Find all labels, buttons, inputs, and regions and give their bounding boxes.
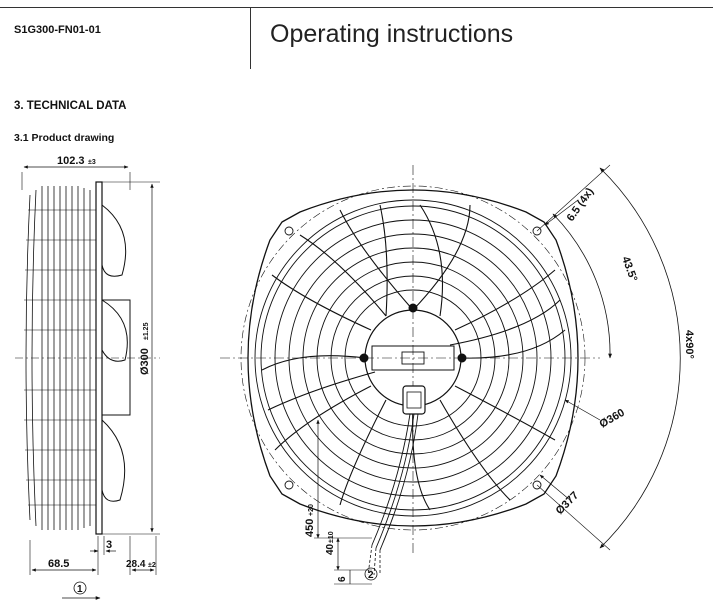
section-heading: 3. TECHNICAL DATA: [14, 100, 127, 112]
dim-40-tol: ±10: [328, 531, 335, 543]
section-subheading: 3.1 Product drawing: [14, 132, 115, 144]
hub-bracket: [371, 345, 455, 371]
dim-40: 40: [325, 543, 336, 555]
mount-hole-br: [532, 480, 542, 490]
cable-2: [375, 413, 415, 549]
dim-300: Ø300: [139, 348, 151, 375]
dim-angle-43: 43.5°: [619, 255, 639, 283]
hub-screw-right: [457, 353, 467, 363]
dim-450-tol: +20: [308, 504, 315, 516]
dim-43-arc: [552, 213, 613, 359]
dim-28-4-tol: ±2: [148, 562, 156, 569]
callout-2-circle: [364, 567, 378, 581]
side-blade-bottom: [101, 418, 126, 502]
side-guard-hatch: [24, 209, 96, 506]
cable-connector: [402, 385, 426, 415]
front-view: [220, 164, 681, 585]
product-code: S1G300-FN01-01: [14, 24, 101, 36]
dim-28-4: 28.4: [126, 559, 146, 570]
dim-3: 3: [106, 539, 112, 551]
side-motor: [101, 299, 131, 416]
side-guard: [25, 186, 97, 530]
document-title: Operating instructions: [270, 20, 514, 48]
side-blade-mid: [101, 299, 128, 362]
dim-68-5: 68.5: [48, 558, 69, 570]
dim-360: Ø360: [598, 407, 627, 431]
dim-6: 6: [337, 576, 348, 582]
dim-angle-90: 4x90°: [683, 330, 695, 359]
guard-spokes: [261, 204, 566, 511]
header-top-rule: [0, 7, 713, 8]
callout-1-circle: [73, 581, 87, 595]
dim-90-arc: [599, 167, 681, 549]
header-divider: [250, 7, 251, 69]
cable-1: [371, 413, 411, 546]
callout-2: 2: [368, 570, 374, 581]
hub-label-plate: [401, 351, 425, 365]
dim-450: 450: [304, 519, 316, 537]
cable-3: [379, 413, 419, 551]
dim-102-tol: ±3: [88, 159, 96, 166]
mount-hole-bl: [284, 480, 294, 490]
mount-hole-tl: [284, 226, 294, 236]
dim-300-tol: ±1.25: [143, 322, 150, 340]
side-blade-top: [101, 203, 127, 277]
mounting-flange: [247, 189, 579, 527]
mount-hole-tr: [532, 226, 542, 236]
hub-screw-top: [408, 303, 418, 313]
callout-1: 1: [77, 584, 83, 595]
hub-screw-left: [359, 353, 369, 363]
side-view: [15, 165, 160, 600]
dim-377: Ø377: [554, 490, 582, 518]
dim-hole: 6.5 (4x): [565, 186, 597, 224]
dim-102: 102.3: [57, 155, 85, 167]
